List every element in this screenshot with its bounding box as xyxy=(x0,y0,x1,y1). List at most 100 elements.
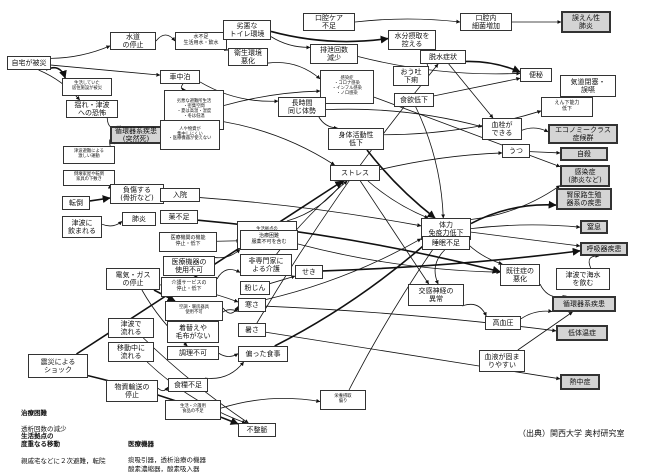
node-infection: 感染症 (肺炎など) xyxy=(560,165,610,187)
node-food-short: 生活・介護用 食品の不足 xyxy=(165,400,221,420)
node-toilet: 劣悪な トイレ環境 xyxy=(223,20,271,40)
node-cough: せき xyxy=(295,265,323,279)
edge-arrow xyxy=(521,311,552,319)
node-powder: 粉じん xyxy=(240,281,270,295)
node-activity: 身体活動性 低下 xyxy=(328,128,384,150)
node-seawater: 津波で海水 を飲む xyxy=(556,268,610,290)
node-heat: 熱中症 xyxy=(560,374,600,390)
node-clot: 血栓が できる xyxy=(482,118,522,140)
edge-arrow xyxy=(589,256,599,268)
edge-arrow xyxy=(471,232,580,246)
legend-title: 治療困難 xyxy=(21,409,47,417)
edge-arrow xyxy=(51,46,110,58)
node-wakeup: 血液が固ま りやすい xyxy=(479,350,525,372)
legend-item: 医療機器 痰吸引器，透析治療の機器 酸素濃縮器，酸素吸入器 xyxy=(128,432,206,473)
edge-arrow xyxy=(219,353,238,356)
edge-arrow xyxy=(158,387,168,391)
node-heater: 空調・暖房器具 使用不可 xyxy=(165,301,223,321)
node-stress: ストレス xyxy=(330,165,380,181)
node-logistic: 物資輸送の 停止 xyxy=(106,380,158,402)
edge-arrow xyxy=(90,198,110,201)
legend-title: 生活拠点の 度重なる移動 xyxy=(21,432,60,448)
node-depress: うつ xyxy=(502,144,530,158)
edge-arrow xyxy=(271,31,388,41)
edge-arrow xyxy=(102,221,122,226)
node-drown: 津波に 飲まれる xyxy=(62,216,102,238)
node-home: 自宅が被災 xyxy=(7,56,51,70)
edge-arrow xyxy=(449,64,493,118)
node-hot: 暑さ xyxy=(238,323,266,337)
edge-arrow xyxy=(156,35,175,41)
edge-arrow xyxy=(221,398,320,408)
node-hypo: 低体温症 xyxy=(556,325,608,341)
edge-arrow xyxy=(434,78,520,96)
edge-arrow xyxy=(268,62,320,78)
node-constip: 便秘 xyxy=(520,68,552,82)
node-mouth: 口腔内 細菌増加 xyxy=(460,13,512,31)
node-cook: 調理不可 xyxy=(167,346,219,360)
node-life: 生活していた 居住施設が被災 xyxy=(62,78,112,96)
legend-title: 医療機器 xyxy=(128,440,154,448)
node-asp: 誤えん性 肺炎 xyxy=(561,11,611,33)
edge-arrow xyxy=(435,250,445,284)
node-nutri: 栄養摂取 偏り xyxy=(320,390,366,410)
edge-arrow xyxy=(224,122,335,165)
node-food: 食糧不足 xyxy=(168,378,208,392)
edge-arrow xyxy=(367,150,435,218)
node-infect: 感染症 ・コロナ感染 ・インフル感染 ・ノロ感染 xyxy=(320,70,374,104)
node-nonpro: 非専門家に よる介護 xyxy=(240,254,292,276)
node-suffoc: 窒息 xyxy=(580,220,608,234)
node-intake: 水分摂取を 控える xyxy=(388,30,436,50)
node-airway: 気道閉塞・ 誤嚥 xyxy=(560,75,616,97)
node-clothes: 着替えや 毛布がない xyxy=(167,321,219,343)
node-injury: 負傷する (骨折など) xyxy=(110,184,164,204)
node-movedrop: 移動中に 流れる xyxy=(108,342,154,362)
source-credit: （出典）関西大学 奥村研究室 xyxy=(518,428,625,439)
legend-text: 痰吸引器，透析治療の機器 酸素濃縮器，酸素吸入器 xyxy=(128,456,206,472)
edge-arrow xyxy=(319,117,338,128)
edge-arrow xyxy=(471,225,580,229)
node-suicide: 自殺 xyxy=(560,147,608,161)
node-resp: 呼吸器疾患 xyxy=(580,242,628,256)
node-sanit: 衛生環境 悪化 xyxy=(228,48,268,66)
node-autonomic: 交感神経の 異常 xyxy=(408,284,464,306)
node-resp2: 循環器系疾患 xyxy=(552,296,616,312)
edge-arrow xyxy=(217,269,240,279)
node-pneu-a: 肺炎 xyxy=(122,212,156,226)
edge-arrow xyxy=(380,153,502,170)
edge-arrow xyxy=(349,240,439,390)
causal-diagram: 自宅が被災生活していた 居住施設が被災揺れ・津波 への恐怖循環器系疾患 (突然死… xyxy=(0,0,650,462)
node-debris: 倒壊家屋や転倒 家具の下敷き xyxy=(63,170,115,186)
node-biased: 偏った食事 xyxy=(238,346,288,362)
legend-item: 生活拠点の 度重なる移動 親戚宅などに２次避難，転院 xyxy=(21,424,106,465)
edge-arrow xyxy=(471,205,556,224)
node-flowdrop: 津波で 流れる xyxy=(108,318,154,338)
node-hard-med: 治療困難 服薬不可を含む xyxy=(240,230,298,250)
node-car: 車中泊 xyxy=(160,70,200,84)
node-swallow: えん下能力 低下 xyxy=(541,97,593,117)
edge-arrow xyxy=(326,109,482,127)
node-cold: 寒さ xyxy=(238,298,266,312)
node-tsunami-move: 津波避難による 激しい運動 xyxy=(63,146,115,164)
node-dehyd: 脱水症状 xyxy=(420,50,466,64)
edge-arrow xyxy=(355,19,460,22)
node-sleepless: 不整脈 xyxy=(238,423,276,437)
node-quake: 揺れ・津波 への恐怖 xyxy=(66,100,118,118)
node-shock: 震災による ショック xyxy=(28,354,88,378)
node-bp: 高血圧 xyxy=(485,316,521,330)
node-oral: 口腔ケア 不足 xyxy=(303,13,355,31)
node-appetite: 食欲低下 xyxy=(394,93,434,107)
node-med-stop: 医療機関の機能 停止・低下 xyxy=(159,232,217,252)
edge-arrow xyxy=(374,97,560,167)
edge-arrow xyxy=(462,304,486,316)
edge-arrow xyxy=(51,65,160,75)
edge-arrow xyxy=(471,186,560,220)
edge-arrow xyxy=(416,107,444,218)
node-economy: エコノミークラス 症候群 xyxy=(548,124,618,144)
node-water: 水道 の停止 xyxy=(110,32,156,50)
node-care: 介護サービスの 停止・低下 xyxy=(161,277,217,297)
node-circ: 循環器系疾患 (突然死) xyxy=(110,126,162,144)
node-sleep: 睡眠不足 xyxy=(422,236,470,250)
edge-arrow xyxy=(530,152,560,153)
node-chronic: 既往症の 悪化 xyxy=(500,264,540,286)
